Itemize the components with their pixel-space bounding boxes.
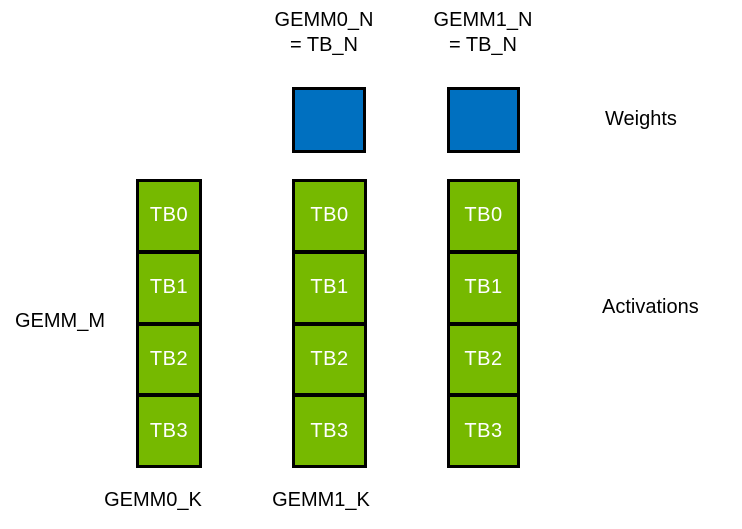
activation-column-gemm1: TB0 TB1 TB2 TB3	[447, 179, 520, 468]
tb-cell: TB2	[139, 325, 199, 394]
gemm0-k-label: GEMM0_K	[104, 489, 202, 511]
activation-column-left: TB0 TB1 TB2 TB3	[136, 179, 202, 468]
gemm1-n-label-line2: = TB_N	[449, 34, 517, 56]
tb-cell: TB2	[450, 325, 517, 394]
weights-block-gemm1	[447, 87, 520, 153]
weights-block-gemm0	[292, 87, 366, 153]
tb-cell: TB3	[450, 397, 517, 465]
tb-cell: TB1	[295, 253, 364, 322]
gemm1-k-label: GEMM1_K	[272, 489, 370, 511]
tb-cell: TB2	[295, 325, 364, 394]
tb-cell: TB0	[295, 182, 364, 250]
gemm-m-label: GEMM_M	[15, 310, 105, 332]
gemm1-n-label: GEMM1_N = TB_N	[434, 8, 533, 58]
tb-cell: TB3	[139, 397, 199, 465]
tb-cell: TB0	[139, 182, 199, 250]
activations-label: Activations	[602, 296, 699, 318]
tb-cell: TB1	[450, 253, 517, 322]
weights-label: Weights	[605, 108, 677, 130]
tb-cell: TB3	[295, 397, 364, 465]
gemm0-n-label: GEMM0_N = TB_N	[275, 8, 374, 58]
gemm1-n-label-line1: GEMM1_N	[433, 9, 533, 31]
tb-cell: TB1	[139, 253, 199, 322]
gemm0-n-label-line2: = TB_N	[290, 34, 358, 56]
activation-column-gemm0: TB0 TB1 TB2 TB3	[292, 179, 367, 468]
gemm0-n-label-line1: GEMM0_N	[274, 9, 374, 31]
tb-cell: TB0	[450, 182, 517, 250]
